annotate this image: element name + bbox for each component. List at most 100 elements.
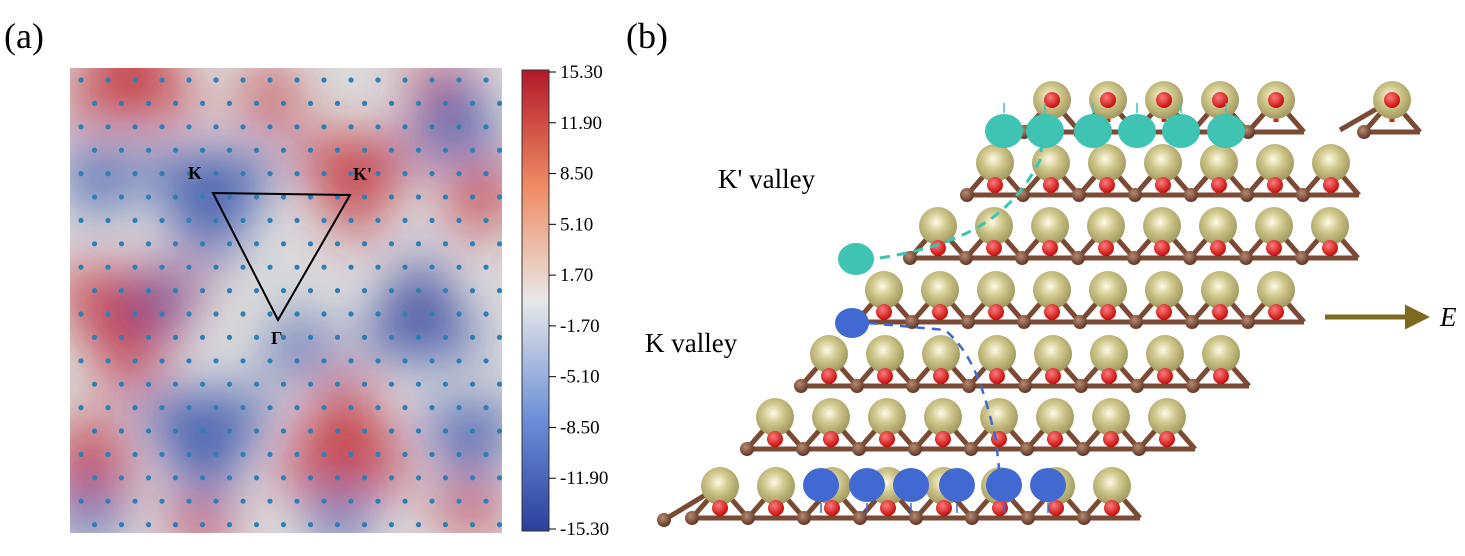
k-point-dot bbox=[199, 241, 206, 247]
small-atom bbox=[1015, 251, 1029, 265]
small-atom bbox=[1357, 125, 1371, 139]
k-point-dot bbox=[415, 475, 422, 481]
small-atom bbox=[1239, 251, 1253, 265]
k-point-dot bbox=[159, 171, 165, 177]
colorbar-tick-label: -11.90 bbox=[560, 468, 608, 489]
k-point-dot bbox=[294, 124, 300, 130]
k-point-dot bbox=[78, 217, 84, 223]
k-point-dot bbox=[442, 241, 449, 247]
k-point-dot bbox=[388, 288, 395, 294]
large-atom bbox=[1031, 207, 1069, 245]
k-point-dot bbox=[105, 77, 111, 83]
k-point-dot bbox=[240, 264, 246, 270]
k-point-dot bbox=[91, 475, 98, 481]
k-point-dot bbox=[240, 77, 246, 83]
k-point-dot bbox=[280, 194, 287, 200]
k-point-dot bbox=[348, 451, 354, 457]
k-point-dot bbox=[91, 241, 98, 247]
red-atom bbox=[987, 177, 1003, 193]
k-point-dot bbox=[253, 381, 260, 387]
k-point-dot bbox=[213, 264, 219, 270]
k-point-dot bbox=[159, 358, 165, 364]
k-point-dot bbox=[267, 311, 273, 317]
red-atom bbox=[933, 368, 949, 384]
negative-region bbox=[70, 150, 147, 229]
k-point-dot bbox=[334, 288, 341, 294]
negative-region bbox=[353, 245, 487, 357]
small-atom bbox=[909, 511, 923, 525]
electron bbox=[1026, 114, 1064, 148]
small-atom bbox=[794, 379, 808, 393]
k-point-dot bbox=[159, 217, 165, 223]
large-atom bbox=[978, 335, 1016, 373]
small-atom bbox=[1071, 251, 1085, 265]
k-point-dot bbox=[375, 77, 381, 83]
k-point-dot bbox=[118, 194, 125, 200]
k-point-dot bbox=[240, 124, 246, 130]
k-point-dot bbox=[483, 311, 489, 317]
electron bbox=[835, 308, 869, 338]
k-point-dot bbox=[186, 311, 192, 317]
k-point-dot bbox=[267, 498, 273, 504]
k-point-dot bbox=[483, 77, 489, 83]
k-point-dot bbox=[483, 171, 489, 177]
positive-region bbox=[230, 68, 310, 121]
k-point-dot bbox=[213, 451, 219, 457]
electron bbox=[1162, 114, 1200, 148]
red-atom bbox=[935, 431, 951, 447]
k-point-dot bbox=[159, 311, 165, 317]
positive-region bbox=[70, 399, 144, 489]
k-point-dot bbox=[334, 381, 341, 387]
k-point-dot bbox=[429, 264, 435, 270]
k-point-dot bbox=[348, 124, 354, 130]
large-atom bbox=[1033, 271, 1071, 309]
electron bbox=[1030, 468, 1066, 502]
red-atom bbox=[823, 431, 839, 447]
k-point-dot bbox=[226, 428, 233, 434]
k-point-dot bbox=[213, 171, 219, 177]
k-point-dot bbox=[280, 241, 287, 247]
large-atom bbox=[1143, 207, 1181, 245]
small-atom bbox=[962, 379, 976, 393]
red-atom bbox=[877, 368, 893, 384]
red-atom bbox=[1159, 431, 1175, 447]
k-point-dot bbox=[483, 124, 489, 130]
k-point-dot bbox=[91, 428, 98, 434]
k-point-dot bbox=[186, 217, 192, 223]
k-point-dot bbox=[105, 171, 111, 177]
electron bbox=[838, 243, 874, 275]
small-atom bbox=[1184, 188, 1198, 202]
k-point-dot bbox=[429, 451, 435, 457]
k-point-dot bbox=[496, 428, 502, 434]
red-atom bbox=[821, 368, 837, 384]
k-point-dot bbox=[334, 522, 341, 528]
k-point-dot bbox=[483, 451, 489, 457]
k-point-dot bbox=[348, 405, 354, 411]
red-atom bbox=[930, 240, 946, 256]
k-point-dot bbox=[118, 381, 125, 387]
k-point-dot bbox=[267, 124, 273, 130]
colorbar-tick-label: -15.30 bbox=[560, 519, 609, 540]
small-atom bbox=[1241, 315, 1255, 329]
k-point-dot bbox=[172, 334, 179, 340]
k-point-dot bbox=[442, 334, 449, 340]
small-atom bbox=[1077, 511, 1091, 525]
k-point-dot bbox=[280, 147, 287, 153]
k-point-dot bbox=[267, 171, 273, 177]
k-point-dot bbox=[483, 217, 489, 223]
large-atom bbox=[1311, 207, 1349, 245]
negative-region bbox=[401, 68, 502, 154]
k-point-dot bbox=[186, 77, 192, 83]
k-point-dot bbox=[415, 241, 422, 247]
k-point-dot bbox=[483, 264, 489, 270]
k-point-dot bbox=[469, 241, 476, 247]
k-point-dot bbox=[402, 358, 408, 364]
large-atom bbox=[976, 144, 1014, 182]
positive-region bbox=[288, 138, 422, 250]
k-point-dot bbox=[240, 311, 246, 317]
k-point-dot bbox=[132, 77, 138, 83]
k-point-dot bbox=[307, 475, 314, 481]
k-point-dot bbox=[483, 358, 489, 364]
k-point-dot bbox=[294, 451, 300, 457]
